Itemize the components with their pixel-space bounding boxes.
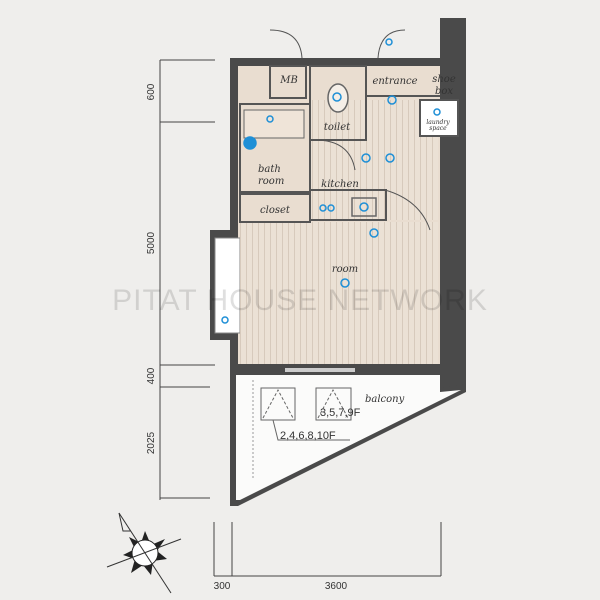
label-toilet: toilet [324, 122, 351, 133]
dim-2025: 2025 [146, 431, 157, 454]
floor-note-odd: 3,5,7,9F [320, 407, 361, 419]
dim-300: 300 [214, 581, 231, 592]
label-mb: MB [279, 75, 298, 86]
horizontal-dimension-lines [213, 522, 442, 577]
vertical-dimension-lines [159, 59, 215, 500]
dim-3600: 3600 [325, 581, 348, 592]
kitchen-floor [310, 100, 438, 220]
dim-5000: 5000 [146, 231, 157, 254]
room-floor [240, 222, 438, 364]
fixtures [221, 38, 441, 324]
bay-window [214, 237, 241, 334]
interior-walls [239, 29, 459, 231]
watermark: PITAT HOUSE NETWORK [112, 284, 488, 317]
label-room: room [332, 264, 358, 275]
label-kitchen: kitchen [321, 179, 359, 190]
dim-600: 600 [146, 83, 157, 100]
label-closet: closet [260, 205, 291, 216]
dim-400: 400 [146, 367, 157, 384]
label-balcony: balcony [365, 394, 405, 405]
hatch-3-5-7-9f [315, 387, 352, 421]
bathtub [243, 109, 305, 139]
label-entrance: entrance [372, 76, 417, 87]
hatch-2-4-6-8-10f [260, 387, 350, 441]
toilet-bowl-icon [327, 83, 349, 113]
balcony [230, 368, 466, 506]
compass-icon [106, 512, 182, 594]
floor-note-even: 2,4,6,8,10F [280, 430, 336, 442]
